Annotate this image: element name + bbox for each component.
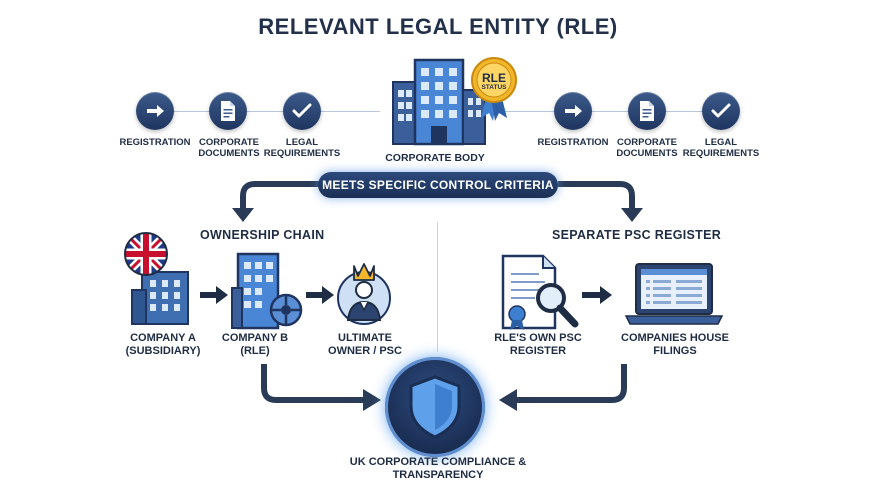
company-a-building-icon — [124, 232, 189, 325]
uk-compliance-label: UK CORPORATE COMPLIANCE & TRANSPARENCY — [349, 456, 527, 481]
step-label-registration: REGISTRATION — [537, 137, 609, 148]
document-icon — [628, 92, 666, 130]
checkmark-icon — [283, 92, 321, 130]
ultimate-owner-crown-icon — [337, 263, 391, 325]
connector-line — [240, 111, 290, 112]
checkmark-icon — [702, 92, 740, 130]
registration-arrow-icon — [136, 92, 174, 130]
corporate-building-icon — [392, 57, 517, 146]
ownership-chain-heading: OWNERSHIP CHAIN — [200, 228, 325, 242]
connector-line — [590, 111, 630, 112]
connector-line — [660, 111, 710, 112]
arrow-right-icon — [200, 286, 228, 304]
connector-line — [500, 111, 560, 112]
rle-badge-status: STATUS — [481, 84, 507, 91]
rle-psc-register-label: RLE'S OWN PSC REGISTER — [494, 332, 582, 357]
step-label-registration: REGISTRATION — [119, 137, 191, 148]
page-title: RELEVANT LEGAL ENTITY (RLE) — [258, 14, 618, 39]
connector-line — [318, 111, 380, 112]
arrow-right-icon — [306, 286, 334, 304]
shield-icon — [409, 375, 461, 439]
step-label-corporate-documents: CORPORATE DOCUMENTS — [616, 137, 678, 159]
step-label-legal-requirements: LEGAL REQUIREMENTS — [263, 137, 341, 159]
ultimate-owner-label: ULTIMATE OWNER / PSC — [328, 332, 402, 357]
rle-badge-text: RLE — [482, 71, 506, 85]
registration-arrow-icon — [554, 92, 592, 130]
companies-house-filings-label: COMPANIES HOUSE FILINGS — [621, 332, 729, 357]
control-criteria-banner: MEETS SPECIFIC CONTROL CRITERIA — [318, 172, 558, 198]
document-icon — [209, 92, 247, 130]
step-label-legal-requirements: LEGAL REQUIREMENTS — [682, 137, 760, 159]
companies-house-laptop-icon — [624, 263, 724, 325]
arrow-right-icon — [582, 286, 612, 304]
psc-register-document-icon — [501, 254, 579, 330]
company-a-label: COMPANY A (SUBSIDIARY) — [125, 332, 201, 357]
corporate-body-label: CORPORATE BODY — [385, 152, 485, 164]
section-divider — [437, 222, 438, 352]
step-label-corporate-documents: CORPORATE DOCUMENTS — [198, 137, 260, 159]
company-b-label: COMPANY B (RLE) — [221, 332, 289, 357]
psc-register-heading: SEPARATE PSC REGISTER — [552, 228, 722, 242]
company-b-building-icon — [231, 252, 303, 330]
convergence-arrows — [261, 364, 627, 411]
connector-line — [155, 111, 215, 112]
branch-arrows — [232, 181, 643, 222]
